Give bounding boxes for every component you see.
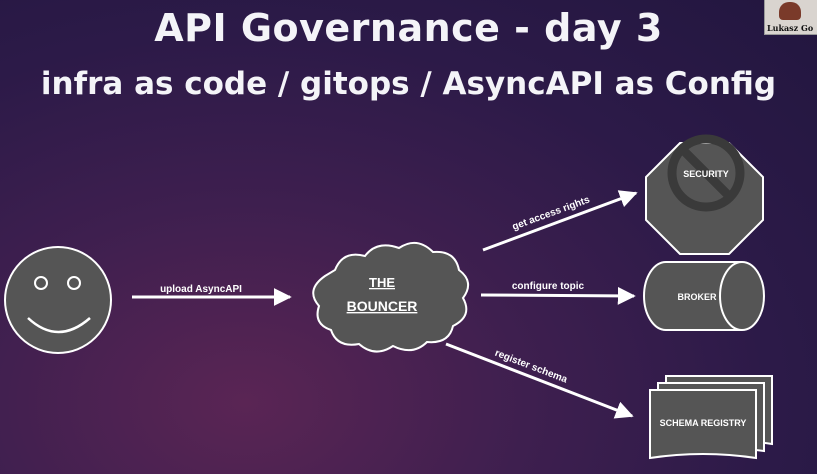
slide-subtitle: infra as code / gitops / AsyncAPI as Con…: [40, 66, 777, 102]
user-smiley-icon: [4, 246, 112, 354]
security-label: SECURITY: [683, 169, 729, 179]
edge-label-upload: upload AsyncAPI: [160, 284, 242, 295]
edge-get-access-rights: get access rights: [482, 190, 638, 252]
edge-upload-asyncapi: upload AsyncAPI: [132, 284, 292, 306]
bouncer-label-line2: BOUNCER: [347, 298, 418, 314]
edge-label-topic: configure topic: [512, 281, 585, 292]
security-node: [645, 134, 764, 255]
no-entry-icon: [667, 134, 745, 212]
schema-registry-node: [649, 375, 773, 460]
presenter-name-label: Lukasz Go: [767, 23, 814, 33]
bouncer-cloud-icon: [312, 241, 470, 353]
broker-node: [643, 261, 765, 331]
bouncer-label-line1: THE: [369, 275, 395, 290]
presenter-avatar: [779, 2, 801, 20]
edge-register-schema: register schema: [445, 342, 634, 419]
broker-label: BROKER: [677, 292, 717, 302]
edge-configure-topic: configure topic: [480, 281, 636, 305]
schema-registry-label: SCHEMA REGISTRY: [660, 418, 747, 428]
webcam-thumbnail: Lukasz Go: [764, 0, 817, 35]
slide-title: API Governance - day 3: [154, 6, 663, 50]
